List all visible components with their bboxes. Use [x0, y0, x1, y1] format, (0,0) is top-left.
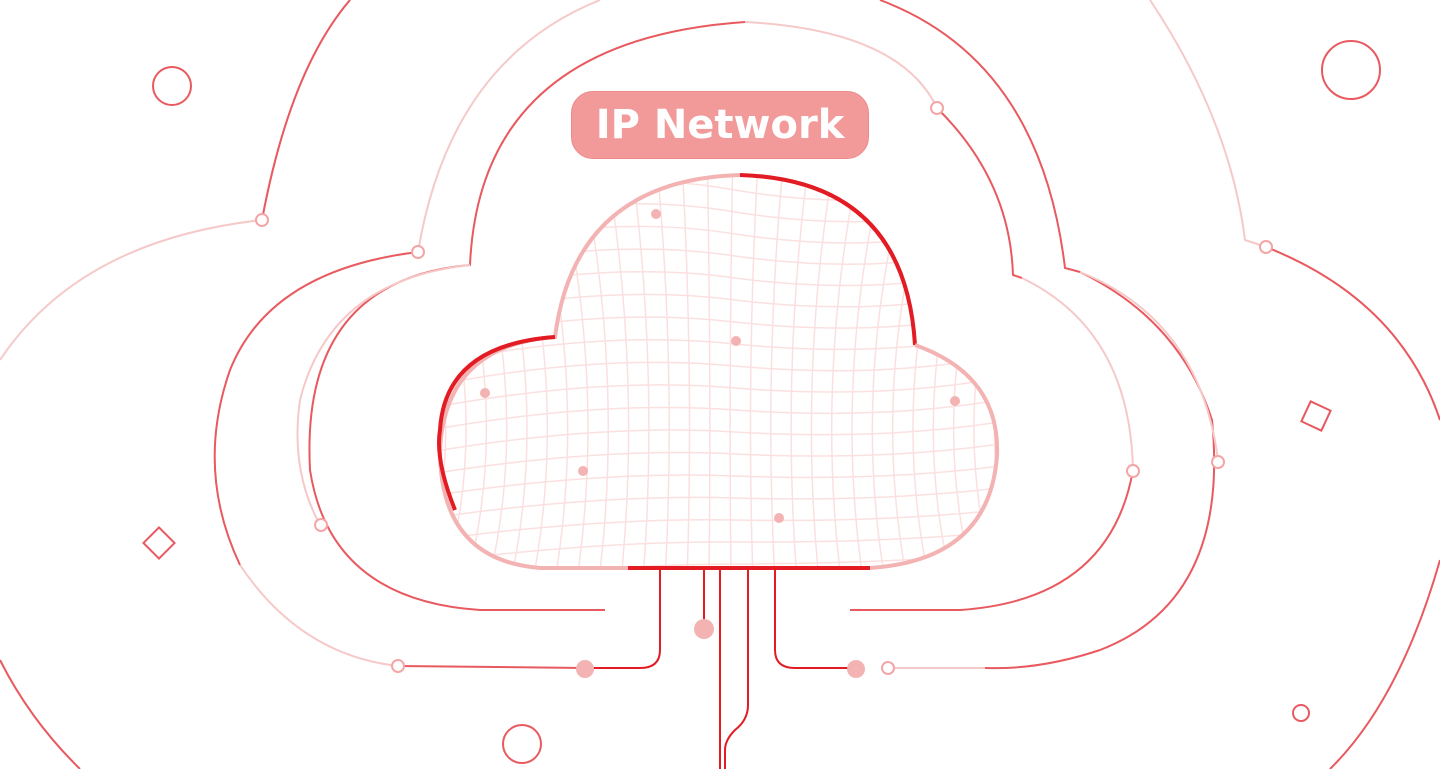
grid-line-horizontal [440, 531, 998, 563]
grid-line-vertical [531, 175, 569, 568]
grid-line-horizontal [440, 421, 998, 453]
grid-line-vertical [656, 175, 670, 568]
grid-line-vertical [706, 175, 711, 568]
filled-nodes [480, 209, 960, 678]
grid-line-horizontal [440, 443, 998, 475]
grid-line-vertical [993, 175, 998, 568]
grid-line-vertical [830, 175, 859, 568]
grid-line-horizontal [440, 201, 998, 233]
network-nodes [255, 101, 1273, 675]
ip-network-label: IP Network [571, 91, 869, 159]
grid-line-horizontal [440, 399, 998, 431]
inner-cloud-outline [437, 173, 1000, 570]
grid-line-horizontal [440, 487, 998, 519]
grid-line-vertical [790, 175, 809, 568]
grid-line-horizontal [440, 289, 998, 321]
grid-line-horizontal [440, 355, 998, 387]
grid-line-horizontal [440, 245, 998, 277]
grid-line-vertical [891, 175, 934, 568]
grid-line-vertical [770, 175, 784, 568]
grid-line-vertical [973, 175, 998, 568]
grid-line-vertical [729, 175, 734, 568]
grid-line-vertical [506, 175, 549, 568]
grid-line-vertical [606, 175, 630, 568]
grid-line-horizontal [440, 179, 998, 211]
second-cloud-ring [213, 0, 1219, 670]
grid-line-vertical [681, 175, 691, 568]
grid-line-vertical [556, 175, 589, 568]
grid-line-vertical [810, 175, 834, 568]
grid-line-horizontal [440, 377, 998, 409]
connector-lines [585, 570, 856, 769]
grid-line-vertical [631, 175, 650, 568]
decorative-shapes [142, 40, 1381, 764]
grid-line-vertical [440, 175, 447, 568]
grid-line-horizontal [440, 509, 998, 541]
grid-line-vertical [952, 175, 998, 568]
third-cloud-ring [296, 21, 1134, 611]
grid-line-vertical [440, 175, 467, 568]
grid-line-horizontal [440, 223, 998, 255]
cloud-grid [440, 175, 998, 568]
grid-line-vertical [749, 175, 759, 568]
grid-line-horizontal [440, 465, 998, 497]
grid-line-horizontal [440, 267, 998, 299]
